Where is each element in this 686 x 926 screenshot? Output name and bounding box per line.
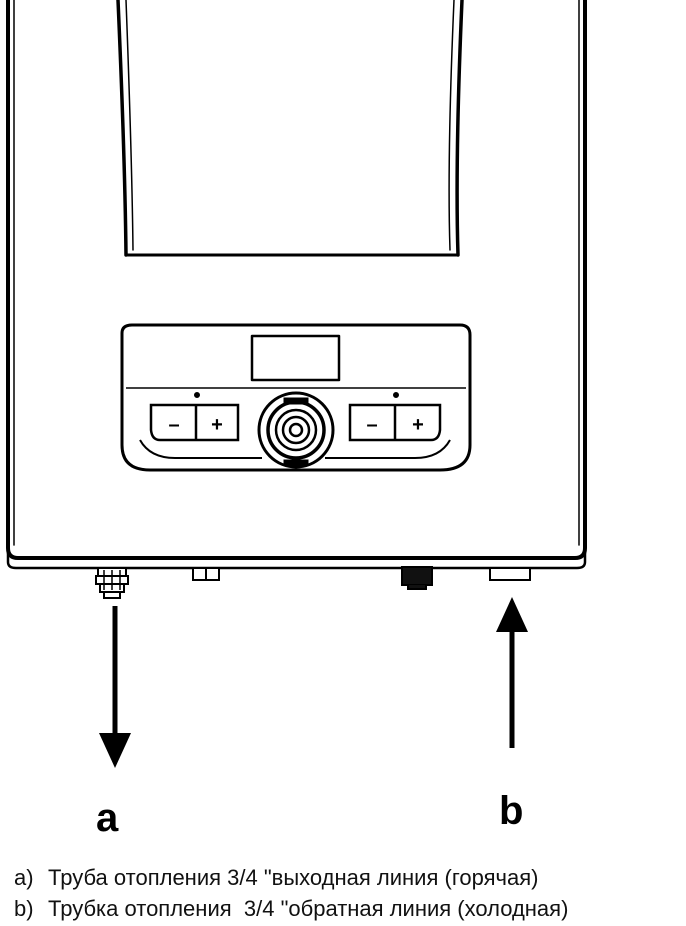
right-minus-button[interactable]: – bbox=[366, 414, 377, 436]
left-button-group bbox=[149, 403, 240, 442]
arrow-a-down bbox=[99, 606, 131, 768]
caption-b-letter: b) bbox=[14, 896, 34, 921]
display-screen bbox=[250, 334, 341, 382]
caption-b: b) Трубка отопления 3/4 "обратная линия (… bbox=[14, 898, 568, 920]
caption-a-text: Труба отопления 3/4 "выходная линия (гор… bbox=[48, 865, 539, 890]
electric-connector bbox=[401, 566, 433, 590]
right-plus-button[interactable]: + bbox=[412, 414, 424, 436]
caption-b-text: Трубка отопления 3/4 "обратная линия (хо… bbox=[48, 896, 569, 921]
right-indicator-dot bbox=[393, 392, 399, 398]
caption-a-letter: a) bbox=[14, 865, 34, 890]
caption-a: a) Труба отопления 3/4 "выходная линия (г… bbox=[14, 867, 538, 889]
control-panel bbox=[120, 323, 472, 472]
connection-b-fitting bbox=[489, 567, 531, 581]
rotary-knob bbox=[257, 391, 335, 469]
boiler-body bbox=[6, 0, 587, 570]
label-b: b bbox=[499, 789, 524, 833]
front-cover bbox=[116, 0, 464, 257]
left-plus-button[interactable]: + bbox=[211, 414, 223, 436]
left-minus-button[interactable]: – bbox=[168, 414, 179, 436]
gas-connection bbox=[192, 567, 220, 581]
arrow-b-up bbox=[496, 597, 528, 748]
left-indicator-dot bbox=[194, 392, 200, 398]
connection-a-fitting bbox=[95, 567, 129, 599]
right-button-group bbox=[348, 403, 442, 442]
label-a: a bbox=[96, 796, 119, 840]
